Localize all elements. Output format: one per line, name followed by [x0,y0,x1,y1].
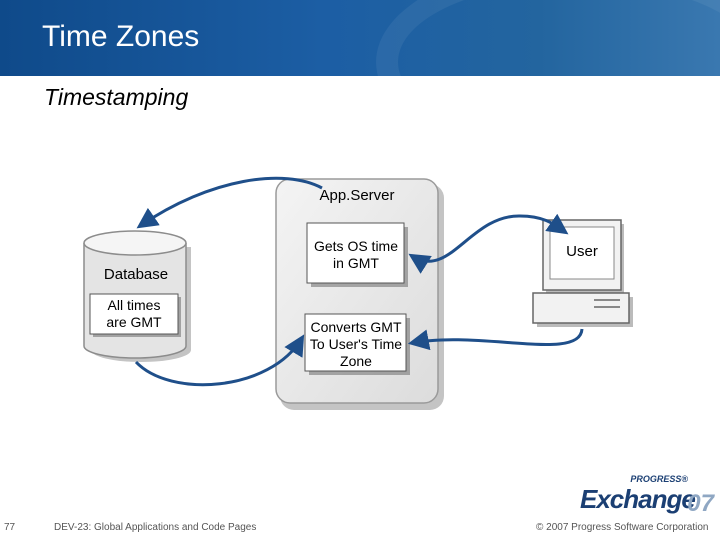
user-computer-icon [532,219,633,327]
arrow-get-time-to-user [408,213,569,274]
slide-number: 77 [4,522,16,533]
app-server-container [275,178,444,410]
slide-subtitle: Timestamping [44,84,189,110]
session-footer: DEV-23: Global Applications and Code Pag… [54,522,257,533]
arrow-database-to-server [134,334,305,387]
database-note-box [89,293,181,337]
get-time-text: Gets OS time in GMT [313,238,399,271]
title-bar: Time Zones [0,0,720,76]
logo-progress-text: PROGRESS® [630,474,688,484]
slide-title: Time Zones [42,20,200,53]
convert-text: Converts GMT To User's Time Zone [309,319,403,369]
user-label: User [566,243,598,260]
app-server-label: App.Server [319,187,395,204]
exchange-logo: PROGRESS® Exchange 07 [578,474,714,524]
database-note-text: All times are GMT [106,297,162,330]
copyright-footer: © 2007 Progress Software Corporation [536,522,709,533]
convert-box [304,313,410,375]
get-time-box [306,222,408,287]
database-label: Database [103,266,169,283]
arrow-server-to-database [136,176,323,229]
arrow-user-to-convert [407,328,584,351]
flow-arrows [134,176,584,387]
logo-year: 07 [687,490,714,517]
logo-word: Exchange [580,484,696,514]
